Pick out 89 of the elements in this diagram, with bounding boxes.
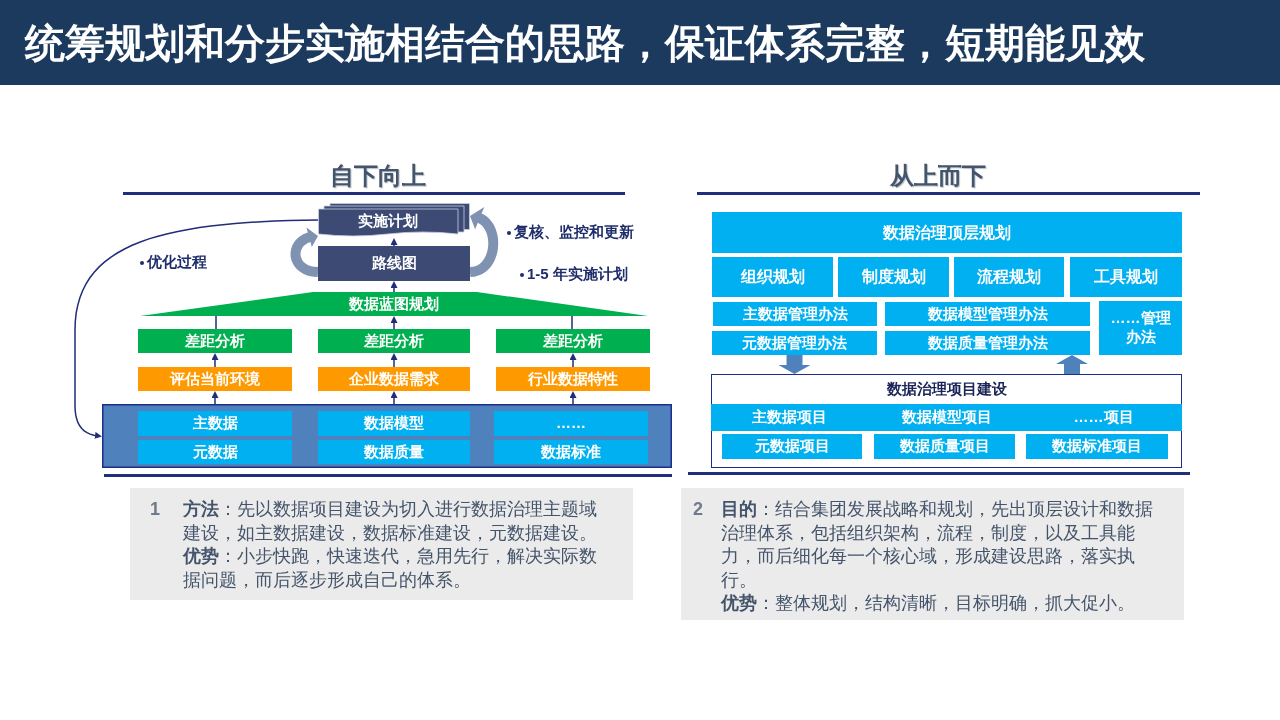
node-label: 企业数据需求 (349, 369, 439, 389)
node-label: 评估当前环境 (170, 369, 260, 389)
node-label: 差距分析 (185, 331, 245, 351)
process-box (722, 434, 862, 459)
node-label: 数据标准项目 (1052, 437, 1142, 456)
section-heading: 自下向上 (329, 162, 427, 190)
process-box (713, 302, 877, 326)
arrow (211, 353, 219, 368)
block-arrow (778, 355, 811, 374)
node-label: 差距分析 (364, 331, 424, 351)
curved-arrow (290, 227, 319, 277)
node-label: 数据标准 (541, 442, 601, 462)
process-box (494, 411, 648, 436)
node-label: 数据质量 (364, 442, 424, 462)
process-box (712, 331, 877, 355)
note-paragraph: 优势：整体规划，结构清晰，目标明确，抓大促小。 (721, 592, 1136, 615)
node-label: 主数据项目 (751, 408, 828, 427)
process-box (318, 440, 470, 464)
process-box (1070, 257, 1182, 297)
node-label: 主数据 (192, 414, 238, 433)
node-label: 数据质量管理办法 (927, 333, 1048, 353)
section-heading: 从上而下 (889, 162, 987, 190)
process-box (496, 329, 650, 353)
container-panel (711, 374, 1182, 468)
arrow (569, 391, 577, 405)
node-label: ……项目 (1072, 408, 1135, 427)
document-stack (318, 203, 470, 238)
node-label: 差距分析 (543, 331, 603, 351)
node-label: 主数据管理办法 (742, 304, 848, 324)
container-heading: 数据治理项目建设 (886, 379, 1007, 399)
node-label: …… (556, 414, 586, 433)
arrow (390, 353, 398, 368)
note-paragraph: 优势：小步快跑，快速迭代，急用先行，解决实际数据问题，而后逐步形成自己的体系。 (183, 545, 598, 592)
note-paragraph: 方法：先以数据项目建设为切入进行数据治理主题域建设，如主数据建设，数据标准建设，元数据建设。 (183, 498, 598, 545)
band (711, 404, 1182, 431)
process-box (1099, 301, 1182, 355)
process-box (138, 440, 292, 464)
process-box (318, 329, 470, 353)
node-label: 制度规划 (861, 267, 926, 287)
block-arrow (1056, 355, 1088, 374)
process-box (954, 257, 1064, 297)
process-box (138, 411, 292, 436)
process-box (712, 257, 833, 297)
container-box (102, 404, 672, 468)
node-label: 元数据项目 (754, 437, 830, 456)
arrow (390, 391, 398, 405)
bullet-note: 复核、监控和更新 (514, 222, 634, 242)
arrow (390, 281, 398, 293)
step-number: 2 (693, 498, 703, 521)
node-label: 数据质量项目 (899, 437, 990, 456)
node-label: 数据治理顶层规划 (883, 222, 1011, 243)
note-paragraph: 目的：结合集团发展战略和规划，先出顶层设计和数据治理体系，包括组织架构，流程，制度，以及工具能力，而后细化每一个核心域，形成建设思路，落实执行。 (721, 498, 1154, 592)
arrow (569, 353, 577, 368)
arrow (390, 316, 398, 330)
process-box (885, 302, 1090, 326)
connector-line (215, 315, 217, 330)
node-label: 数据模型项目 (900, 408, 993, 427)
arrow (211, 391, 219, 405)
curved-arrow (469, 207, 499, 277)
step-number: 1 (150, 498, 160, 521)
node-label: 实施计划 (358, 211, 418, 231)
node-label: 数据模型 (364, 414, 424, 433)
node-label: 元数据管理办法 (742, 333, 847, 353)
process-box (138, 329, 292, 353)
process-box (496, 367, 650, 391)
process-box (712, 212, 1182, 253)
node-label: 组织规划 (740, 267, 805, 287)
process-box (1026, 434, 1168, 459)
connector-line (571, 315, 573, 330)
process-box (318, 246, 470, 281)
node-label: 路线图 (371, 254, 417, 273)
node-label: 流程规划 (977, 267, 1041, 287)
process-box (494, 440, 648, 464)
node-label: 工具规划 (1094, 267, 1158, 287)
process-box (318, 367, 470, 391)
slide-title: 统筹规划和分步实施相结合的思路，保证体系完整，短期能见效 (25, 19, 1145, 67)
process-box (885, 331, 1090, 355)
bullet-note: 优化过程 (147, 252, 207, 272)
curved-arrow (74, 219, 319, 439)
process-box (318, 411, 470, 436)
node-label: 行业数据特性 (528, 369, 618, 389)
process-box (874, 434, 1015, 459)
node-label: ……管理办法 (1109, 309, 1172, 347)
node-label: 数据模型管理办法 (927, 304, 1048, 324)
node-label: 元数据 (192, 442, 238, 462)
process-box (138, 367, 292, 391)
arrow (390, 238, 398, 247)
node-label: 数据蓝图规划 (349, 294, 439, 314)
process-box (838, 257, 949, 297)
